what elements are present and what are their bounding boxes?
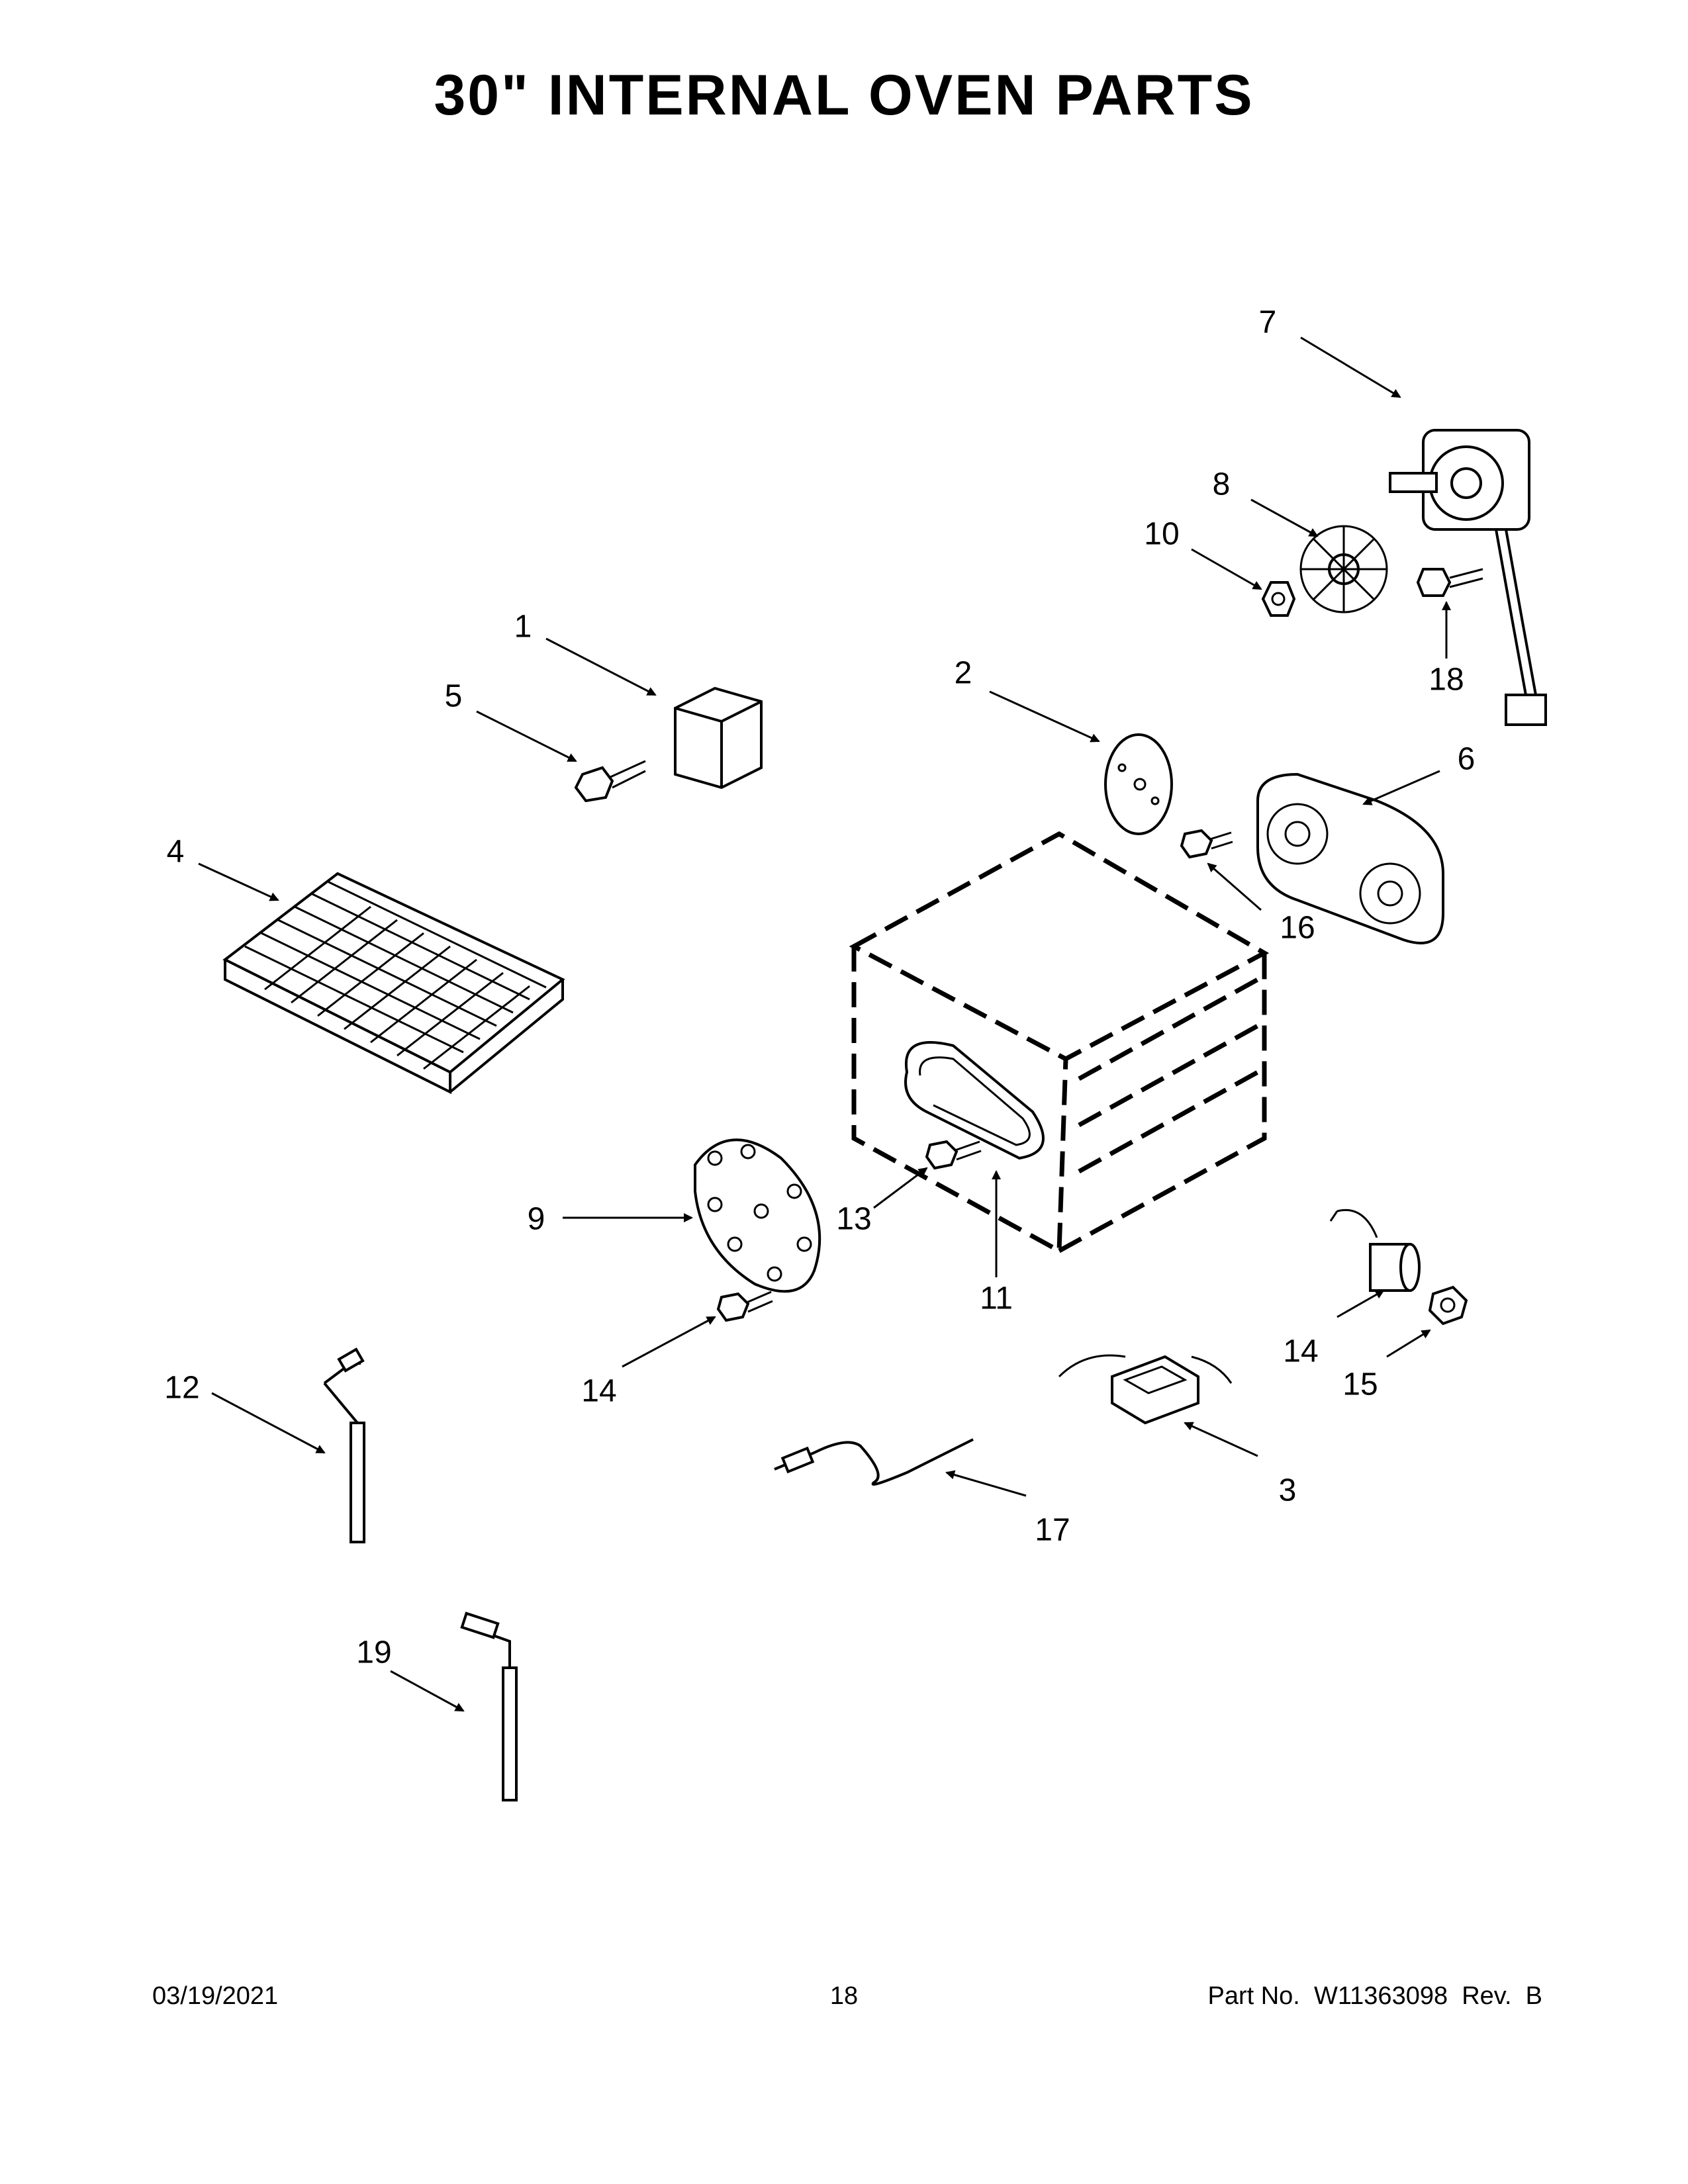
part-3-probe-receptacle[interactable] [1058,1354,1233,1425]
callout-1: 1 [514,610,532,645]
callout-17: 16 [1280,911,1315,946]
part-4-oven-rack[interactable] [222,872,565,1095]
part-14-screw-lower[interactable] [716,1291,773,1322]
callout-12: 12 [164,1371,199,1406]
part-7-fan-motor[interactable] [1389,429,1547,726]
part-5-screw[interactable] [574,760,646,803]
callout-6: 6 [1458,742,1476,777]
part-12-temperature-sensor[interactable] [323,1347,365,1543]
callout-leaders [198,336,1451,1712]
callout-2: 2 [955,656,972,691]
part-18-temperature-sensor[interactable] [460,1612,518,1801]
callout-16: 15 [1342,1367,1378,1402]
part-19-screw[interactable] [1416,568,1483,597]
part-8-fan-blade[interactable] [1299,525,1388,614]
part-10-nut[interactable] [1261,581,1296,617]
part-2-cover-disk[interactable] [1104,733,1173,835]
callout-4: 4 [167,835,185,870]
part-15-sensor[interactable] [1329,1208,1421,1292]
oven-cavity [849,831,1270,1255]
part-9-gasket[interactable] [694,1138,821,1293]
callout-13: 17 [1035,1513,1070,1548]
callout-11: 11 [980,1281,1013,1316]
callout-19: 18 [1429,662,1464,698]
callout-15: 14 [1283,1334,1318,1369]
callout-7: 7 [1259,305,1277,340]
part-11-bake-element[interactable] [904,1041,1045,1160]
callout-5: 5 [445,679,463,714]
footer-page-number: 18 [829,1982,859,2010]
callout-18: 19 [356,1635,391,1670]
callout-3: 3 [1279,1473,1297,1508]
footer-date: 03/19/2021 [152,1982,279,2010]
part-16-nut[interactable] [1428,1285,1468,1326]
part-6-fan-cover[interactable] [1256,772,1444,944]
footer-part-number: Part No. W11363098 Rev. B [1207,1982,1542,2010]
callout-8: 8 [1213,467,1231,502]
page-title: 30" INTERNAL OVEN PARTS [434,64,1254,127]
callout-14-lower: 14 [581,1374,616,1409]
part-17-screw[interactable] [1180,829,1233,859]
part-1-bracket[interactable] [674,686,763,790]
callout-labels: 7 8 10 18 1 5 2 6 4 16 9 13 11 14 12 14 … [164,305,1475,1670]
callout-9: 9 [528,1202,545,1237]
callout-14-upper: 13 [836,1202,871,1237]
part-14-screw-upper[interactable] [925,1140,982,1170]
part-13-meat-probe[interactable] [774,1438,974,1486]
callout-10: 10 [1144,517,1179,552]
